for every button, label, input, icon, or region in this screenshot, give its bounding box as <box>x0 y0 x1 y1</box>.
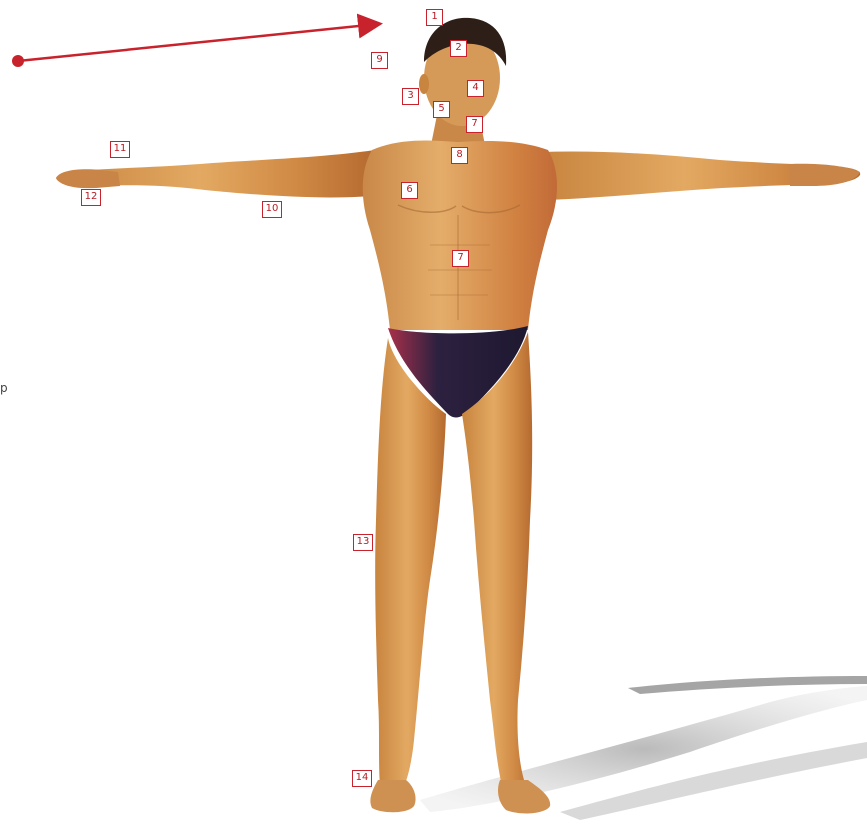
callout-label-6: 6 <box>401 182 418 199</box>
callout-label-4: 4 <box>467 80 484 97</box>
callout-label-8: 8 <box>451 147 468 164</box>
left-leg <box>375 338 446 786</box>
callout-label-1: 1 <box>426 9 443 26</box>
callout-label-13: 13 <box>353 534 373 551</box>
callout-label-2: 2 <box>450 40 467 57</box>
callout-label-7-face: 7 <box>466 116 483 133</box>
floor-shadow <box>420 676 867 820</box>
callout-label-14: 14 <box>352 770 372 787</box>
torso <box>363 140 557 330</box>
ear <box>419 74 429 94</box>
callout-label-11: 11 <box>110 141 130 158</box>
human-figure-t-pose <box>56 18 860 814</box>
callout-label-12: 12 <box>81 189 101 206</box>
callout-label-3: 3 <box>402 88 419 105</box>
right-hand <box>790 164 860 186</box>
pointer-arrow-icon <box>12 24 378 67</box>
callout-label-7-abdomen: 7 <box>452 250 469 267</box>
left-hand <box>56 169 120 188</box>
callout-label-9: 9 <box>371 52 388 69</box>
callout-label-10: 10 <box>262 201 282 218</box>
callout-label-5: 5 <box>433 101 450 118</box>
edge-glyph-left: p <box>0 381 8 395</box>
left-foot <box>370 780 415 812</box>
